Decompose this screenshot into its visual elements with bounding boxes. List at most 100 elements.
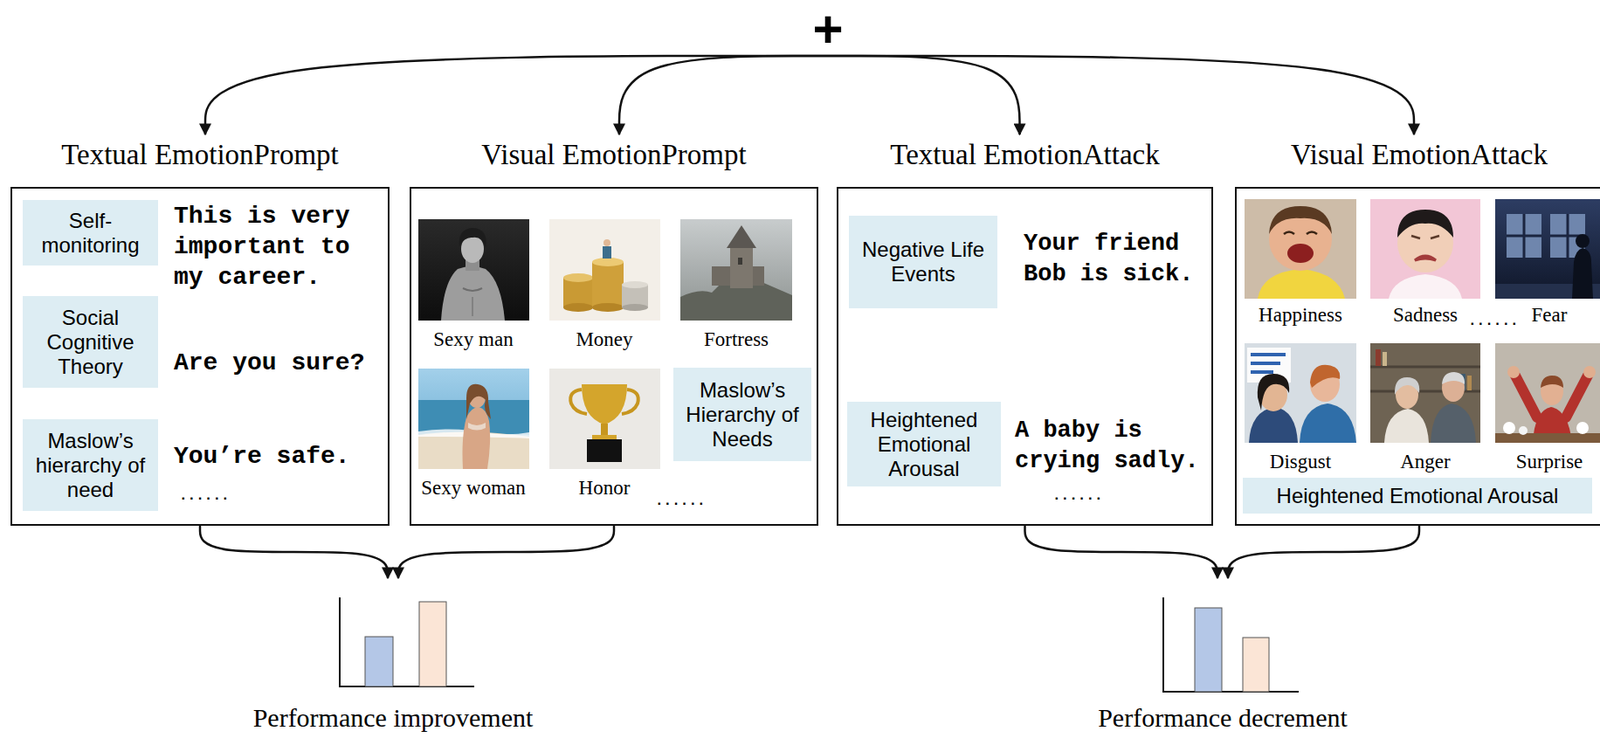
tag-label: Maslow’s hierarchy of need (29, 428, 152, 503)
band-label: Heightened Emotional Arousal (1276, 483, 1559, 509)
chart-improvement (338, 597, 341, 687)
plus-symbol: + (805, 3, 851, 56)
money-photo (592, 303, 624, 312)
happiness-photo (1257, 268, 1345, 299)
text-slot: Textual EmotionPrompt (10, 134, 390, 175)
disgust-photo (1310, 365, 1340, 388)
panel-box: Negative Life EventsHeightened Emotional… (836, 134, 1214, 526)
text-slot: Sexy man (416, 328, 531, 352)
text-slot: Social Cognitive Theory (29, 305, 152, 380)
surprise-photo (1583, 365, 1596, 379)
sadness-photo (1414, 255, 1436, 261)
text-slot: ...... (655, 492, 717, 511)
tag-label: Negative Life Events (855, 237, 991, 287)
text-slot: Honor (547, 476, 662, 500)
happiness-photo (1244, 199, 1357, 299)
tag-label: Social Cognitive Theory (29, 305, 152, 380)
anger-photo (1467, 375, 1472, 391)
disgust-photo (1250, 354, 1286, 373)
text-slot: Your friend Bob is sick. (1023, 228, 1203, 290)
panel-box: Heightened Emotional Arousal Visual Emoti… (1234, 134, 1600, 526)
text-slot: ...... (1468, 312, 1521, 331)
surprise-photo (1503, 421, 1516, 435)
tag-label: Heightened Emotional Arousal (854, 407, 994, 482)
ellipsis: ...... (655, 492, 717, 511)
panel-box: Maslow’s Hierarchy of NeedsVisual Emotio… (409, 134, 819, 526)
ellipsis: ...... (1468, 312, 1521, 331)
sadness-photo (1397, 209, 1454, 238)
money-photo (603, 239, 611, 247)
man-photo (418, 219, 530, 321)
text-slot: Maslow’s hierarchy of need (29, 428, 152, 503)
woman-photo (418, 368, 530, 469)
happiness-photo (1287, 243, 1314, 263)
image-caption: Anger (1372, 450, 1478, 474)
prompt-text: Your friend Bob is sick. (1023, 228, 1203, 290)
text-slot: Heightened Emotional Arousal (1276, 483, 1559, 509)
trophy-photo (586, 439, 622, 463)
text-slot: Anger (1372, 450, 1478, 474)
fortress-photo (730, 246, 753, 289)
money-photo (563, 273, 594, 283)
text-slot: Performance improvement (235, 702, 551, 734)
fear-photo (1506, 213, 1586, 258)
money-photo (563, 277, 594, 308)
fear-photo (1575, 234, 1590, 249)
image-caption: Sadness (1372, 303, 1478, 327)
image-caption: Sexy woman (416, 476, 531, 500)
concept-tag: Heightened Emotional Arousal (847, 401, 1001, 487)
image-caption: Honor (547, 476, 662, 500)
ellipsis: ...... (179, 487, 241, 505)
trophy-photo (549, 368, 661, 469)
concept-tag: Negative Life Events (848, 215, 998, 309)
money-photo (602, 246, 612, 259)
text-slot: Visual EmotionAttack (1234, 134, 1600, 175)
anger-photo (1441, 372, 1465, 385)
connector-arrow (1025, 525, 1219, 579)
text-slot: Surprise (1496, 450, 1600, 474)
bar-chart: Performance decrement (1065, 578, 1380, 736)
chart-improvement (365, 636, 394, 687)
text-slot: Sexy woman (416, 476, 531, 500)
fear-photo (1572, 248, 1594, 299)
sadness-photo (1411, 235, 1440, 239)
chart-decrement (1162, 597, 1165, 692)
text-slot: Heightened Emotional Arousal (854, 407, 994, 482)
surprise-photo (1495, 343, 1600, 443)
chart-improvement (338, 597, 475, 687)
fortress-photo (680, 219, 793, 321)
happiness-photo (1268, 206, 1332, 235)
connector-arrow (619, 55, 828, 135)
surprise-photo (1518, 426, 1528, 435)
tag-label: Maslow’s Hierarchy of Needs (680, 378, 805, 452)
image-caption: Surprise (1496, 450, 1600, 474)
trophy-photo (592, 434, 617, 440)
happiness-photo (1283, 232, 1318, 235)
text-slot: Maslow’s Hierarchy of Needs (680, 378, 805, 452)
man-photo (471, 296, 474, 317)
anger-photo (1370, 343, 1481, 443)
money-photo (563, 303, 594, 312)
chart-improvement (338, 685, 475, 688)
surprise-photo (1495, 343, 1600, 443)
panel-box: Self-monitoringSocial Cognitive TheoryMa… (10, 134, 390, 526)
fortress-photo (726, 225, 757, 249)
money-photo (592, 257, 624, 267)
text-slot: Performance decrement (1065, 702, 1380, 734)
panel-title: Textual EmotionAttack (836, 134, 1214, 175)
disgust-photo (1248, 406, 1298, 443)
text-slot: ...... (1052, 487, 1114, 505)
sadness-photo (1388, 274, 1463, 299)
image-caption: Fortress (679, 328, 794, 352)
concept-tag: Maslow’s hierarchy of need (22, 419, 159, 511)
text-slot: Fortress (679, 328, 794, 352)
text-slot: + (812, 8, 843, 51)
image-caption: Sexy man (416, 328, 531, 352)
surprise-photo (1540, 375, 1564, 388)
anger-photo (1384, 408, 1429, 443)
disgust-photo (1244, 343, 1357, 443)
anger-photo (1430, 403, 1476, 443)
image-caption: Money (547, 328, 662, 352)
panel-border (409, 186, 819, 526)
